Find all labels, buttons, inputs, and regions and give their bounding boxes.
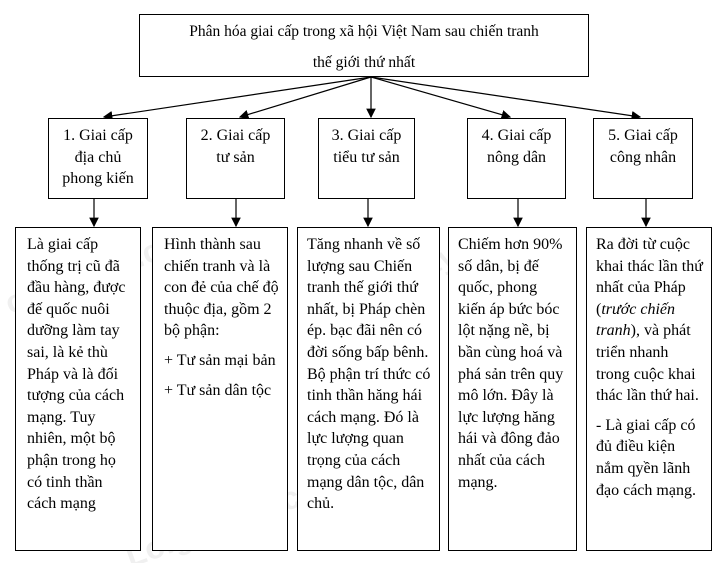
label-line: địa chủ [74, 148, 122, 166]
label-line: 4. Giai cấp [481, 127, 552, 144]
description-text: Hình thành sau chiến tranh và là con đẻ … [164, 236, 279, 340]
description-text: Là giai cấp thống trị cũ đã đầu hàng, đư… [27, 236, 126, 513]
class-1-description-box: Là giai cấp thống trị cũ đã đầu hàng, đư… [15, 227, 141, 551]
label-line: 5. Giai cấp [608, 127, 678, 144]
class-5-label-box: 5. Giai cấp công nhân [593, 118, 693, 199]
title-line-1: Phân hóa giai cấp trong xã hội Việt Nam … [189, 23, 539, 40]
class-4-label-box: 4. Giai cấp nông dân [467, 118, 566, 199]
label-line: phong kiến [62, 170, 134, 187]
description-text: - Là giai cấp có đủ điều kiện nắm qyền l… [596, 416, 696, 499]
arrow-to-class-5 [370, 76, 642, 121]
description-text: Ra đời từ cuộc khai thác lần thứ nhất củ… [596, 234, 703, 407]
label-line: nông dân [486, 148, 547, 166]
class-3-label-box: 3. Giai cấp tiểu tư sản [318, 118, 415, 199]
arrow-to-class-4 [370, 76, 512, 120]
text-part: Ra đời từ cuộc khai thác lần thứ nhất củ… [596, 236, 703, 318]
class-3-description-box: Tăng nhanh về số lượng sau Chiến tranh t… [297, 227, 440, 551]
class-1-label-box: 1. Giai cấp địa chủ phong kiến [48, 118, 148, 199]
description-text: Tăng nhanh về số lượng sau Chiến tranh t… [307, 236, 431, 513]
class-5-description-box: Ra đời từ cuộc khai thác lần thứ nhất củ… [586, 227, 712, 551]
text-part: ), và phát triển nhanh trong cuộc khai t… [596, 322, 699, 405]
arrow-to-class-2 [238, 76, 372, 120]
description-item: + Tư sản mại bản [164, 351, 276, 369]
label-line: tư sản [216, 148, 255, 166]
label-line: tiểu tư sản [333, 148, 400, 166]
class-2-description-box: Hình thành sau chiến tranh và là con đẻ … [152, 227, 288, 551]
description-item: + Tư sản dân tộc [164, 381, 272, 399]
class-2-label-box: 2. Giai cấp tư sản [186, 118, 285, 199]
diagram-title-box: Phân hóa giai cấp trong xã hội Việt Nam … [139, 14, 589, 77]
italic-note: trước chiến tranh [596, 300, 676, 340]
title-line-2: thế giới thứ nhất [312, 54, 416, 71]
label-line: 3. Giai cấp [331, 127, 402, 144]
label-line: công nhân [609, 148, 677, 166]
description-text: Chiếm hơn 90% số dân, bị đế quốc, phong … [458, 236, 564, 491]
label-line: 2. Giai cấp [200, 127, 271, 144]
class-4-description-box: Chiếm hơn 90% số dân, bị đế quốc, phong … [448, 227, 577, 551]
arrow-to-class-1 [102, 76, 372, 121]
label-line: 1. Giai cấp [63, 127, 133, 144]
